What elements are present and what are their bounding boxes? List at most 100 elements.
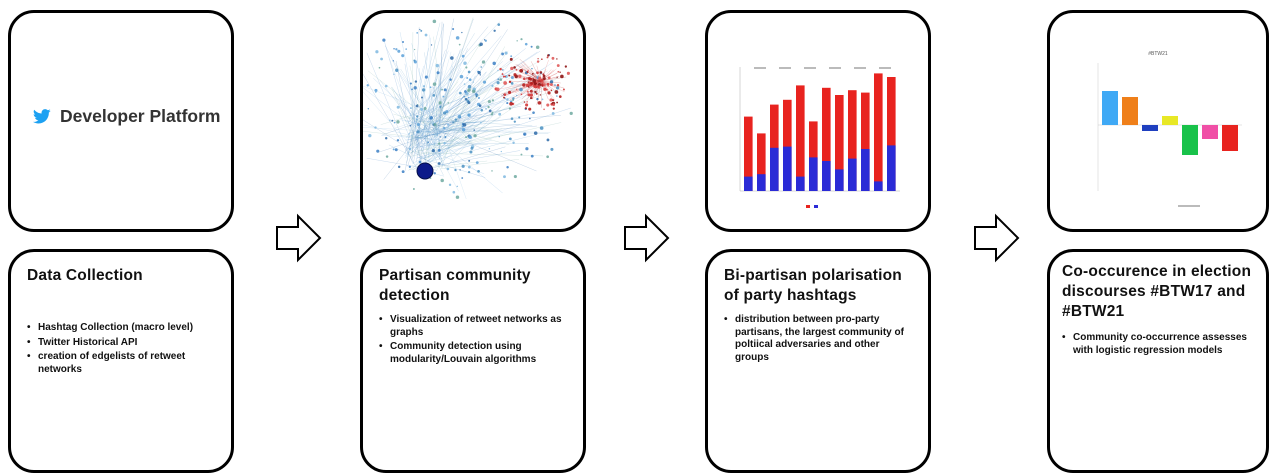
network-node [446, 167, 450, 171]
network-node [467, 96, 470, 99]
network-node [436, 71, 440, 75]
network-edge [406, 119, 485, 137]
network-node [516, 94, 518, 97]
network-node [512, 141, 515, 144]
network-edge [414, 75, 503, 147]
network-edge [429, 67, 462, 126]
network-node [376, 149, 380, 153]
network-edge [412, 101, 486, 169]
network-node [394, 148, 398, 152]
network-node [552, 99, 555, 102]
network-node [385, 137, 388, 140]
network-edge [416, 107, 571, 159]
network-node [461, 31, 463, 34]
network-node [467, 170, 471, 174]
network-edge [441, 84, 469, 142]
network-node [454, 168, 457, 172]
bar-segment-red [874, 73, 883, 191]
network-edge [412, 124, 443, 138]
network-node [536, 85, 540, 88]
stage-4-image-panel: #BTW21 [1047, 10, 1269, 232]
network-edge [420, 108, 493, 170]
network-node [452, 27, 455, 31]
network-edge [417, 90, 482, 116]
network-node [450, 56, 454, 60]
network-edge [530, 73, 542, 82]
network-node [520, 153, 523, 156]
network-node [488, 109, 492, 113]
network-edge [422, 117, 432, 140]
network-edge [439, 78, 514, 134]
network-node [467, 101, 471, 105]
twitter-bird-icon [33, 109, 51, 124]
network-node [414, 48, 416, 51]
network-node [382, 38, 386, 42]
network-edge [418, 81, 459, 129]
network-edge [422, 33, 475, 120]
stage-2-image-panel [360, 10, 586, 232]
network-node [550, 89, 553, 92]
network-node [551, 112, 555, 115]
bar-segment-blue [887, 145, 896, 191]
network-node [502, 75, 505, 78]
network-node [500, 150, 503, 153]
network-edge [441, 128, 467, 200]
network-edge [439, 21, 443, 160]
network-node [368, 133, 372, 138]
network-node [475, 161, 479, 165]
network-node [532, 78, 537, 83]
axis-caption [1178, 205, 1200, 207]
network-edge [440, 159, 520, 169]
stage-2-title: Partisan community detection [379, 267, 531, 304]
network-node [549, 83, 553, 87]
network-edge [363, 73, 418, 170]
network-edge [393, 89, 445, 167]
network-edge [416, 156, 486, 178]
network-node [479, 42, 483, 46]
odds-bar [1202, 125, 1218, 139]
network-node [442, 95, 445, 98]
network-edge [437, 151, 459, 192]
network-node [432, 94, 436, 97]
network-node [506, 166, 509, 169]
network-node [458, 43, 461, 46]
network-node [526, 71, 529, 73]
network-node [510, 55, 513, 58]
network-edge [419, 130, 490, 132]
network-node [441, 88, 443, 91]
network-node [459, 116, 461, 119]
network-node [487, 99, 491, 104]
network-node [408, 133, 410, 135]
network-node [546, 138, 550, 142]
stage-1-bullet: creation of edgelists of retweet network… [27, 351, 215, 376]
network-node [530, 45, 533, 48]
network-node [530, 82, 533, 85]
legend-swatch [806, 205, 810, 208]
right-arrow-icon [276, 213, 322, 263]
network-node [455, 195, 460, 199]
network-node [439, 136, 442, 138]
network-node [550, 147, 554, 151]
network-node [409, 107, 412, 110]
network-node [443, 141, 446, 145]
network-node [557, 70, 560, 73]
network-node [523, 77, 526, 81]
network-node [535, 45, 540, 49]
network-edge [422, 71, 444, 153]
network-node [395, 48, 398, 51]
bar-segment-blue [783, 146, 792, 191]
network-node [499, 67, 502, 71]
network-edge [396, 69, 436, 125]
network-node [541, 81, 544, 84]
network-node [443, 111, 447, 115]
network-hub [416, 162, 434, 180]
odds-bar [1122, 97, 1138, 125]
network-node [531, 67, 533, 70]
network-node [411, 88, 413, 91]
network-node [508, 107, 512, 110]
odds-bar [1222, 125, 1238, 151]
network-edge [366, 52, 413, 164]
network-edges [363, 17, 571, 200]
network-node [537, 58, 539, 60]
bar-segment-red [822, 87, 831, 191]
